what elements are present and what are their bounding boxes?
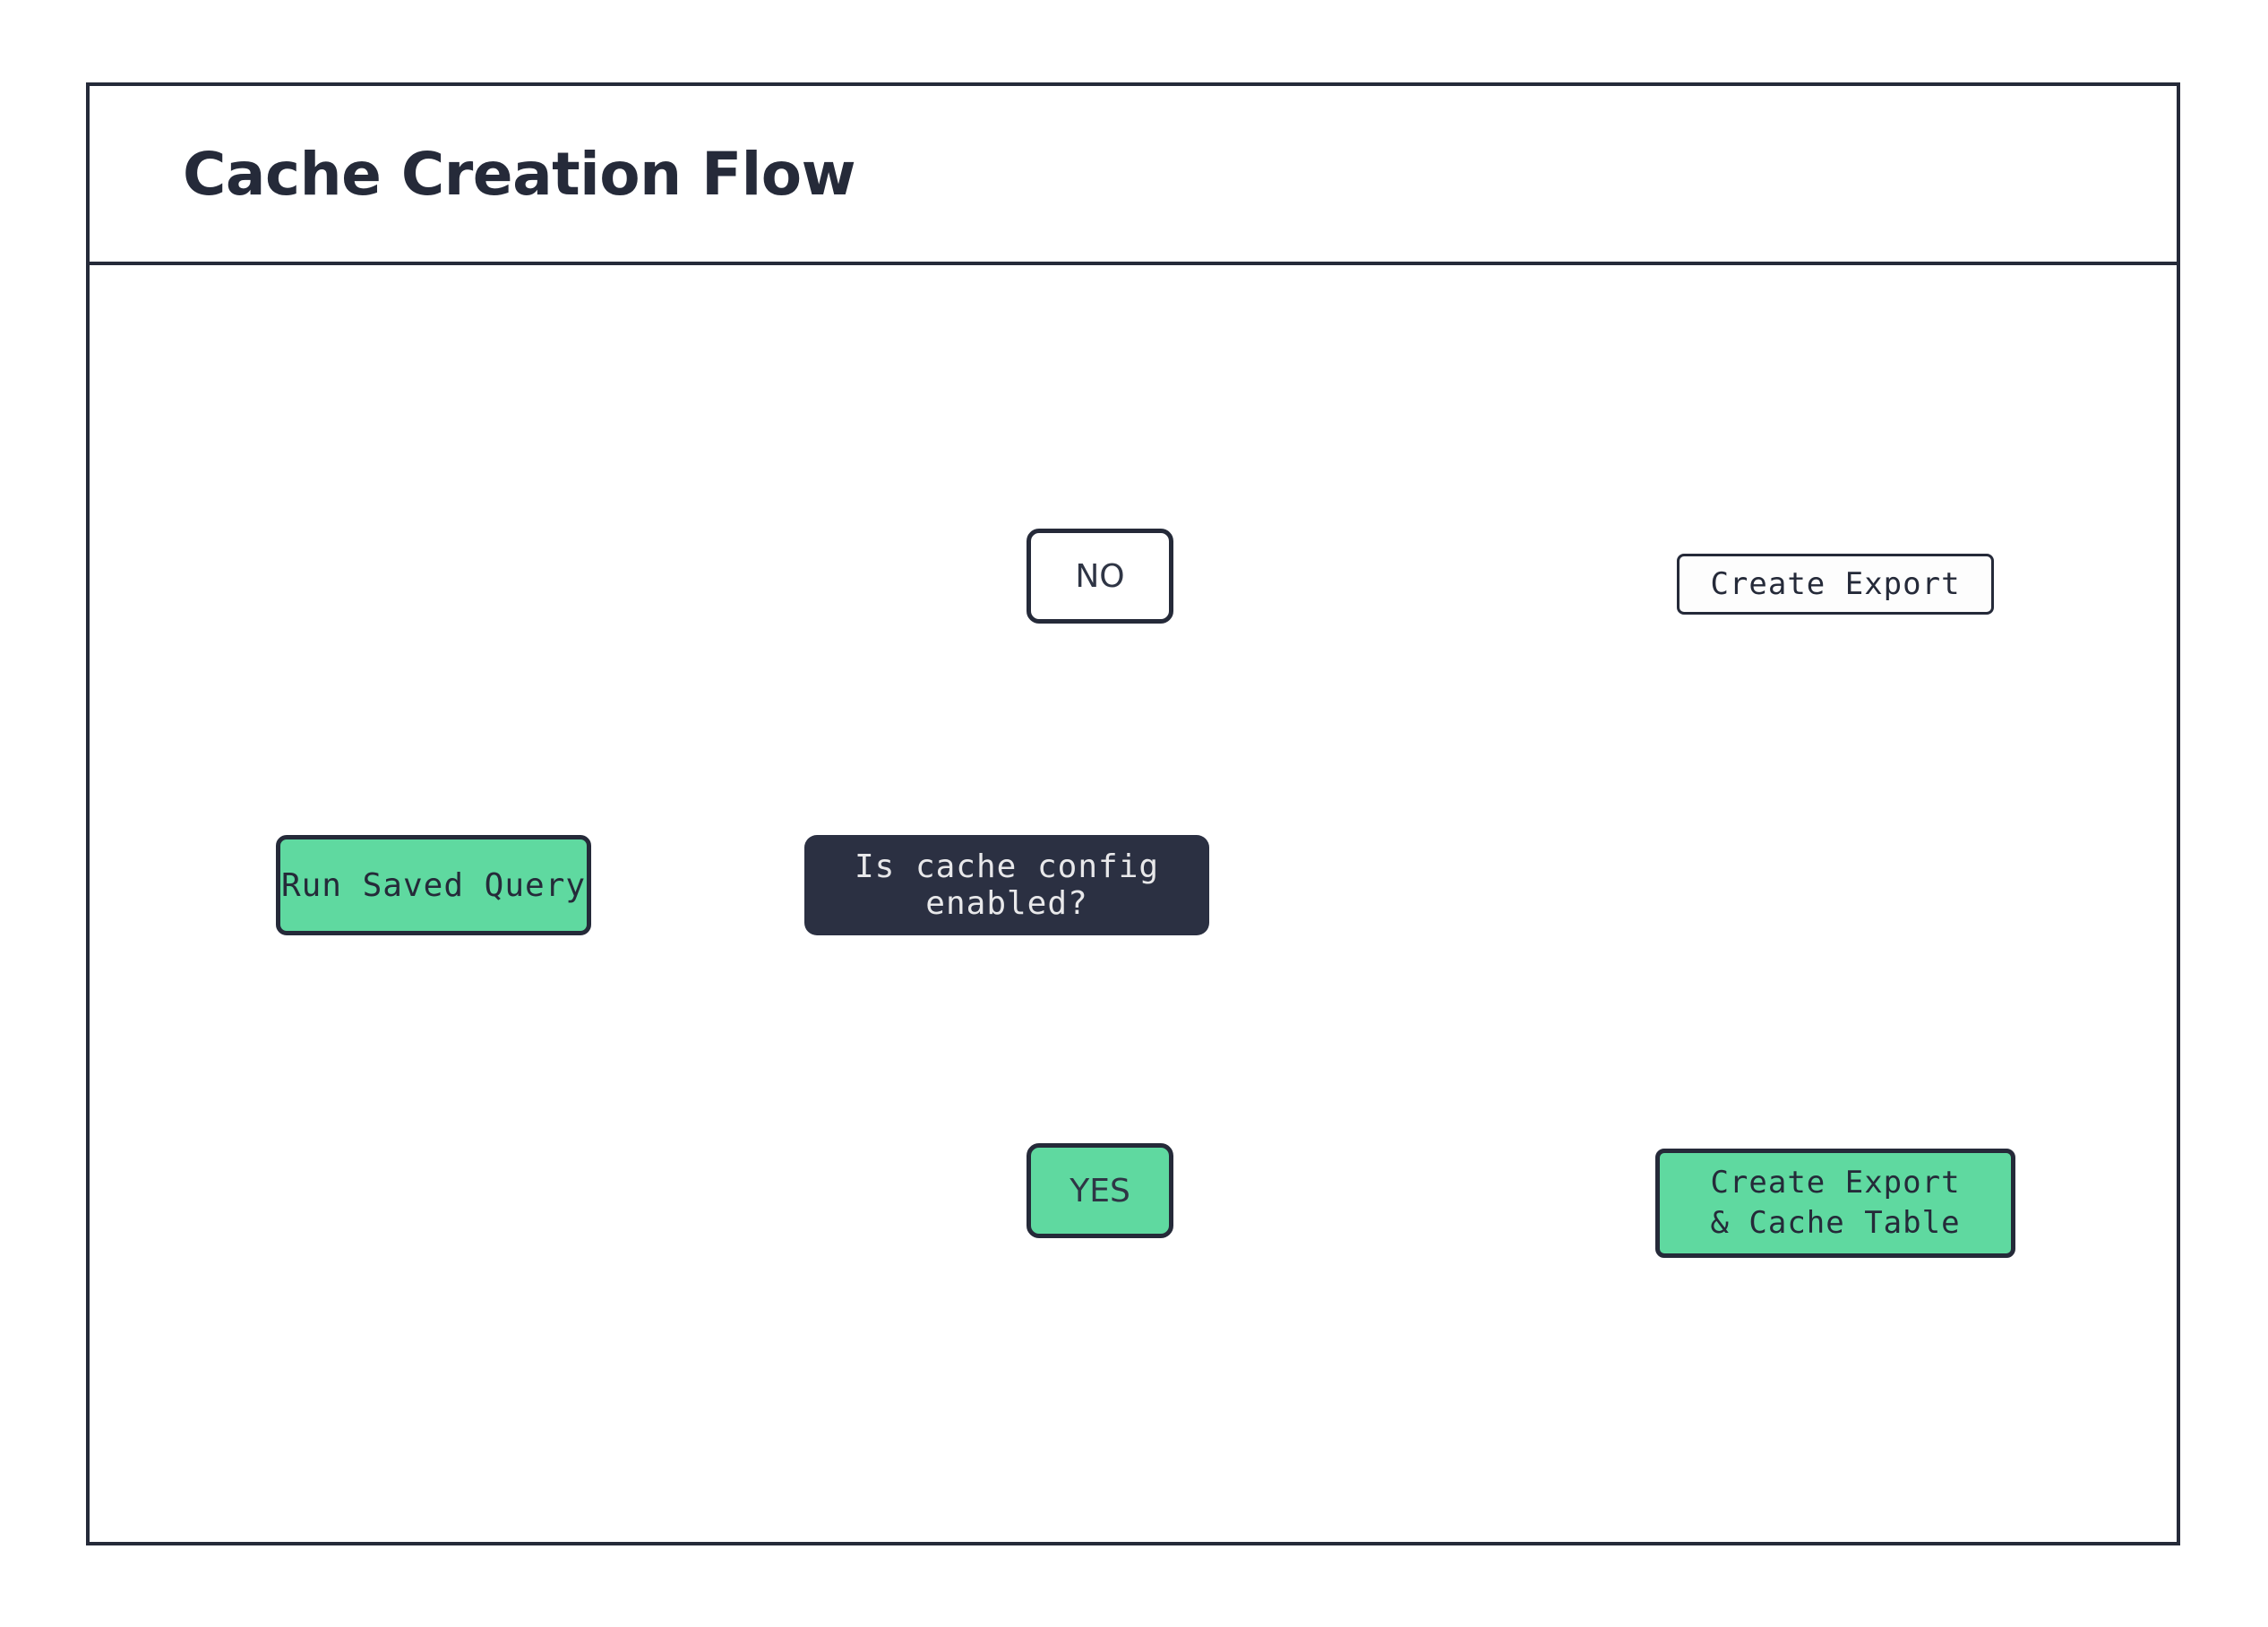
node-create-export-cache-line2: & Cache Table — [1710, 1205, 1961, 1241]
node-create-export-and-cache-table[interactable]: Create Export & Cache Table — [1655, 1149, 2015, 1258]
node-decision-is-cache-config-enabled[interactable]: Is cache config enabled? — [804, 835, 1209, 935]
node-branch-no[interactable]: NO — [1027, 529, 1173, 624]
diagram-title-bar: Cache Creation Flow — [90, 86, 2177, 265]
node-create-export-cache-line1: Create Export — [1710, 1165, 1961, 1201]
node-branch-yes[interactable]: YES — [1027, 1143, 1173, 1238]
node-run-saved-query[interactable]: Run Saved Query — [276, 835, 591, 935]
node-create-export[interactable]: Create Export — [1677, 554, 1994, 615]
page-title: Cache Creation Flow — [183, 139, 856, 209]
diagram-frame: Cache Creation Flow — [86, 82, 2180, 1545]
